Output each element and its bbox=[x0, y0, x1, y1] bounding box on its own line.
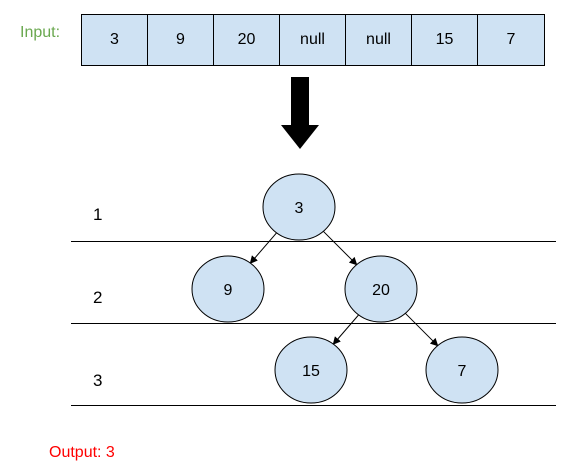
array-cell: null bbox=[346, 15, 412, 65]
level-label: 3 bbox=[93, 371, 103, 390]
level-label: 1 bbox=[93, 205, 103, 224]
array-cell: 15 bbox=[412, 15, 478, 65]
tree-node-circle bbox=[274, 336, 348, 404]
tree-node: 20 bbox=[344, 255, 418, 323]
input-array: 3 9 20 null null 15 7 bbox=[81, 14, 545, 66]
tree-edge bbox=[404, 312, 439, 347]
down-arrow-icon bbox=[281, 77, 319, 149]
tree-edge bbox=[249, 232, 277, 264]
tree-edge bbox=[322, 230, 358, 266]
tree-node-label: 9 bbox=[224, 282, 233, 299]
input-label: Input: bbox=[20, 24, 61, 41]
tree-node: 7 bbox=[425, 336, 499, 404]
array-cell: 3 bbox=[82, 15, 148, 65]
tree-node-circle bbox=[425, 336, 499, 404]
level-divider bbox=[71, 323, 556, 324]
tree-node-label: 3 bbox=[295, 200, 304, 217]
array-cell: 7 bbox=[478, 15, 544, 65]
array-cell: 20 bbox=[214, 15, 280, 65]
tree-edge bbox=[332, 314, 360, 345]
tree-node: 3 bbox=[262, 173, 336, 241]
tree-node-label: 7 bbox=[458, 363, 467, 380]
level-divider bbox=[71, 405, 556, 406]
tree-node-circle bbox=[191, 255, 265, 323]
tree-node-circle bbox=[344, 255, 418, 323]
level-divider bbox=[71, 241, 556, 242]
tree-node-label: 20 bbox=[372, 282, 390, 299]
array-cell: 9 bbox=[148, 15, 214, 65]
array-cell: null bbox=[280, 15, 346, 65]
tree-node: 9 bbox=[191, 255, 265, 323]
level-label: 2 bbox=[93, 288, 103, 307]
output-label: Output: 3 bbox=[49, 444, 115, 461]
tree-node-circle bbox=[262, 173, 336, 241]
tree-node-label: 15 bbox=[302, 363, 320, 380]
tree-node: 15 bbox=[274, 336, 348, 404]
